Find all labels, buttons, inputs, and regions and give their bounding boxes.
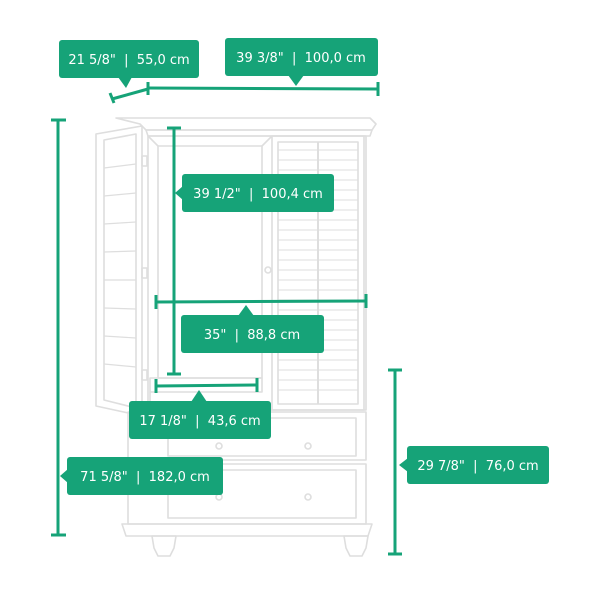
depth-line <box>111 87 149 101</box>
interior-shelf <box>149 377 263 393</box>
interior-depth-callout: 17 1/8" | 43,6 cm <box>129 390 271 439</box>
total-height-label: 71 5/8" | 182,0 cm <box>80 470 210 485</box>
depth-label: 21 5/8" | 55,0 cm <box>68 53 189 68</box>
right-foot <box>343 535 369 557</box>
left-foot <box>151 535 177 557</box>
interior-height-label: 39 1/2" | 100,4 cm <box>193 187 323 202</box>
upper-drawer <box>127 411 367 461</box>
width-label: 39 3/8" | 100,0 cm <box>236 51 366 66</box>
cabinet-base <box>121 523 373 537</box>
interior-depth-line <box>155 383 258 388</box>
interior-width-callout: 35" | 88,8 cm <box>181 305 324 353</box>
total-height-callout: 71 5/8" | 182,0 cm <box>60 457 223 495</box>
depth-callout: 21 5/8" | 55,0 cm <box>59 40 199 88</box>
width-callout: 39 3/8" | 100,0 cm <box>225 38 378 86</box>
right-door <box>271 135 365 411</box>
base-height-label: 29 7/8" | 76,0 cm <box>417 459 538 474</box>
interior-width-line <box>155 299 367 304</box>
drawer-knob <box>215 442 223 450</box>
dimension-lines <box>51 82 402 556</box>
interior-depth-label: 17 1/8" | 43,6 cm <box>139 414 260 429</box>
cabinet-crown <box>115 117 377 131</box>
interior-height-callout: 39 1/2" | 100,4 cm <box>175 174 334 212</box>
base-height-callout: 29 7/8" | 76,0 cm <box>399 446 549 484</box>
width-line <box>147 86 379 91</box>
interior-width-label: 35" | 88,8 cm <box>204 328 300 343</box>
open-left-door <box>95 125 143 417</box>
